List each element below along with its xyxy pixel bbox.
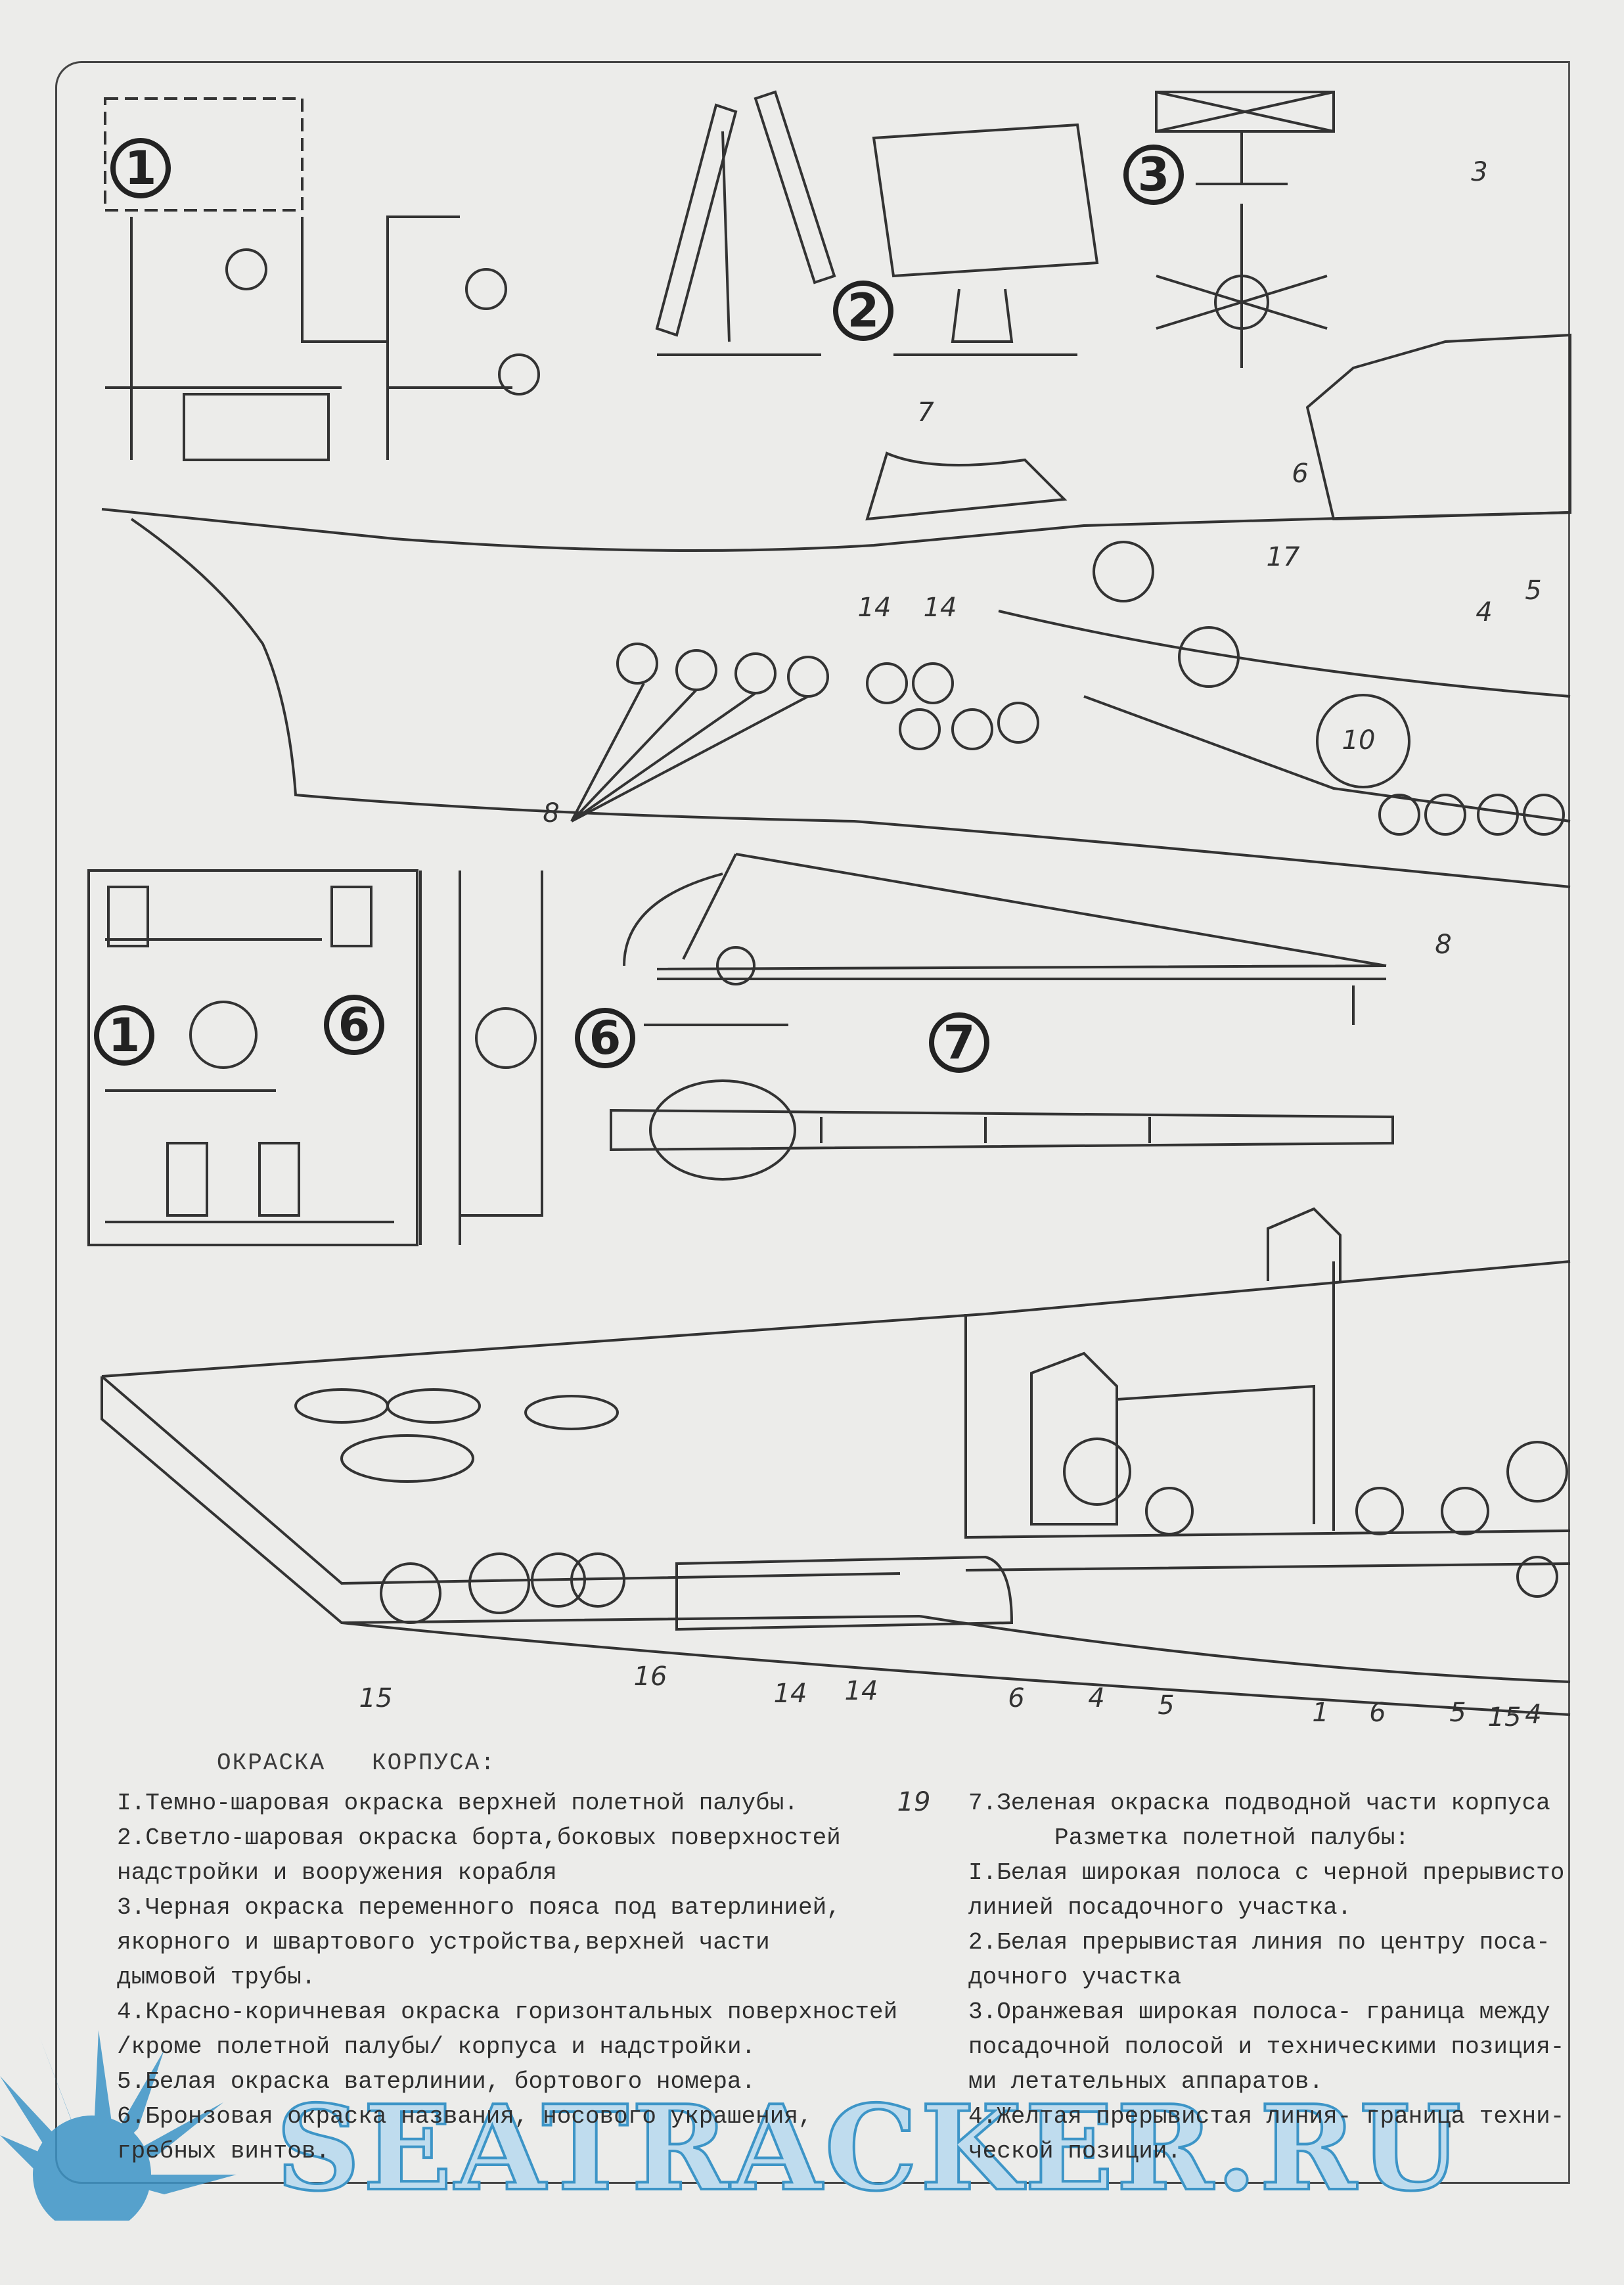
hull-line: 3.Черная окраска переменного пояса под в… — [117, 1894, 841, 1921]
callout: 15 — [359, 1683, 393, 1713]
callout: 6 — [1008, 1683, 1025, 1713]
hull-line: надстройки и вооружения корабля — [117, 1859, 557, 1886]
callout: 1 — [1312, 1698, 1329, 1728]
marking-line: 3.Оранжевая широкая полоса- граница межд… — [968, 1999, 1550, 2025]
marking-line: 2.Белая прерывистая линия по центру поса… — [968, 1929, 1550, 1956]
upper-ship-hull — [101, 333, 1571, 888]
callout: 3 — [1471, 157, 1488, 187]
circled-label-3: 3 — [1123, 145, 1184, 205]
callout: 4 — [1476, 597, 1493, 627]
callout: 6 — [1292, 459, 1309, 489]
hull-line: дымовой трубы. — [117, 1964, 316, 1991]
hull-line: /кроме полетной палубы/ корпуса и надстр… — [117, 2033, 756, 2060]
detail-3-antenna — [1155, 91, 1335, 368]
marking-line: ческой позиции. — [968, 2138, 1182, 2165]
watermark-text: SEATRACKER.RU — [275, 2078, 1464, 2218]
callout: 19 — [897, 1787, 931, 1817]
circled-label-6: 6 — [324, 995, 384, 1055]
hull-line: 4.Красно-коричневая окраска горизонтальн… — [117, 1999, 898, 2025]
page-frame — [55, 61, 1570, 2184]
hull-line: гребных винтов. — [117, 2138, 330, 2165]
callout: 4 — [1088, 1683, 1105, 1713]
circled-label-6b: 6 — [575, 1008, 635, 1068]
callout: 15 — [1487, 1702, 1522, 1732]
detail-lights-mid — [87, 869, 543, 1246]
hull-line: якорного и швартового устройства,верхней… — [117, 1929, 770, 1956]
watermark-sun-icon — [0, 2030, 237, 2221]
marking-line: посадочной полосой и техническими позици… — [968, 2033, 1565, 2060]
hull-item-7: 7.Зеленая окраска подводной части корпус… — [968, 1790, 1550, 1817]
callout: 14 — [857, 593, 891, 623]
circled-label-1b: 1 — [94, 1005, 154, 1066]
crane-drawing — [610, 853, 1394, 1181]
callout: 5 — [1525, 576, 1542, 606]
hull-line: 2.Светло-шаровая окраска борта,боковых п… — [117, 1824, 841, 1851]
detail-radars — [655, 90, 1099, 356]
detail-lights-top — [104, 97, 540, 461]
callout: 14 — [923, 593, 957, 623]
callout: 8 — [1435, 930, 1452, 960]
marking-line: дочного участка — [968, 1964, 1182, 1991]
callout: 5 — [1449, 1698, 1466, 1728]
circled-label-1: 1 — [110, 138, 171, 198]
callout: 5 — [1158, 1690, 1175, 1721]
callout: 6 — [1369, 1698, 1386, 1728]
marking-line: линией посадочного участка. — [968, 1894, 1352, 1921]
circled-label-10: 10 — [1342, 725, 1376, 756]
callout: 7 — [917, 397, 934, 428]
callout: 8 — [543, 798, 560, 828]
callout: 4 — [1525, 1700, 1542, 1730]
callout: 16 — [633, 1662, 667, 1692]
marking-line: 4.Желтая прерывистая линия- граница техн… — [968, 2103, 1565, 2130]
circled-label-2: 2 — [833, 281, 893, 341]
callout: 14 — [844, 1676, 878, 1706]
circled-label-7: 7 — [929, 1012, 989, 1073]
hull-line: 6.Бронзовая окраска названия, носового у… — [117, 2103, 813, 2130]
marking-line: ми летательных аппаратов. — [968, 2068, 1324, 2095]
lower-ship-hull — [101, 1207, 1571, 1716]
markings-title: Разметка полетной палубы: — [1054, 1824, 1410, 1851]
hull-painting-title: ОКРАСКА КОРПУСА: — [217, 1750, 496, 1776]
callout: 14 — [773, 1679, 807, 1709]
callout: 17 — [1266, 542, 1300, 572]
hull-line: 5.Белая окраска ватерлинии, бортового но… — [117, 2068, 756, 2095]
marking-line: I.Белая широкая полоса с черной прерывис… — [968, 1859, 1565, 1886]
hull-line: I.Темно-шаровая окраска верхней полетной… — [117, 1790, 798, 1817]
